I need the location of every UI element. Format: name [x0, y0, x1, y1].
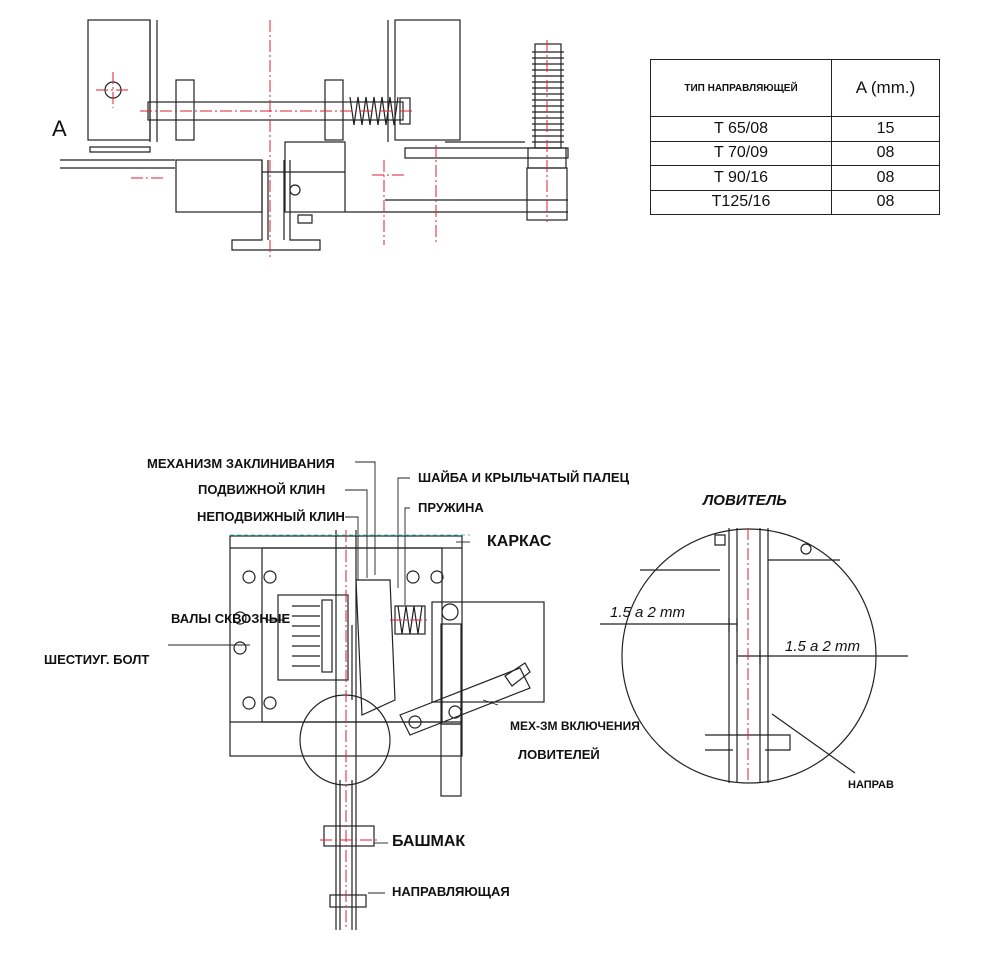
label-activation-2: ЛОВИТЕЛЕЙ: [518, 747, 600, 762]
lever-arm: [404, 147, 569, 159]
table-cell-type: T 90/16: [650, 165, 832, 191]
section-label-a: A: [52, 116, 67, 141]
label-washer-pin: ШАЙБА И КРЫЛЬЧАТЫЙ ПАЛЕЦ: [418, 470, 630, 485]
left-base-plate: [89, 146, 151, 153]
activator-link: [440, 623, 462, 725]
top-section-view: [60, 19, 569, 251]
pivot-bolt: [289, 184, 301, 196]
label-frame: КАРКАС: [487, 533, 552, 550]
table-row: T 65/08 15: [650, 116, 940, 142]
detail-title: ЛОВИТЕЛЬ: [703, 492, 787, 509]
shaft-collar-left: [175, 79, 195, 141]
wedge-housing: [277, 594, 349, 681]
shaft-collar-right: [324, 79, 344, 141]
activator-plate: [431, 601, 545, 703]
detail-gap-2: 1.5 a 2 mm: [785, 638, 861, 655]
table-header-a: A (mm.): [831, 59, 940, 117]
mounting-bracket: [284, 141, 346, 213]
label-wedge-mechanism: МЕХАНИЗМ ЗАКЛИНИВАНИЯ: [147, 456, 335, 471]
label-shoe: БАШМАК: [392, 833, 466, 850]
label-fixed-wedge: НЕПОДВИЖНЫЙ КЛИН: [197, 509, 345, 524]
left-housing-plate: [87, 19, 151, 141]
table-cell-a: 15: [831, 116, 940, 142]
detail-gap-1: 1.5 a 2 mm: [610, 604, 686, 621]
label-spring: ПРУЖИНА: [418, 500, 484, 515]
table-header-row: ТИП НАПРАВЛЯЮЩЕЙ A (mm.): [650, 59, 940, 117]
table-cell-type: T 65/08: [650, 116, 832, 142]
shaft-spring: [349, 96, 399, 126]
assembly-spring: [397, 605, 423, 635]
guide-shoe: [323, 825, 375, 847]
label-through-shafts: ВАЛЫ СКВОЗНЫЕ: [171, 611, 291, 626]
table-row: T 70/09 08: [650, 140, 940, 166]
table-cell-type: T125/16: [650, 189, 832, 215]
right-housing-plate: [394, 19, 461, 141]
rail-leader: [771, 713, 856, 774]
assembly-view: [168, 461, 545, 930]
table-cell-type: T 70/09: [650, 140, 832, 166]
detail-rail-label: НАПРАВ: [848, 779, 894, 791]
guide-type-table: ТИП НАПРАВЛЯЮЩЕЙ A (mm.) T 65/08 15 T 70…: [650, 59, 940, 215]
t-rail-profile: [231, 160, 321, 251]
frame-bolt: [242, 570, 256, 584]
detail-callout-circle: [299, 694, 391, 786]
table-cell-a: 08: [831, 189, 940, 215]
table-cell-a: 08: [831, 165, 940, 191]
wedge-block: [175, 159, 263, 213]
table-header-type: ТИП НАПРАВЛЯЮЩЕЙ: [650, 59, 832, 117]
label-hex-bolt: ШЕСТИУГ. БОЛТ: [44, 652, 150, 667]
table-row: T125/16 08: [650, 189, 940, 215]
label-guide-rail: НАПРАВЛЯЮЩАЯ: [392, 884, 510, 899]
label-movable-wedge: ПОДВИЖНОЙ КЛИН: [198, 482, 326, 497]
table-row: T 90/16 08: [650, 165, 940, 191]
centerlines: [96, 20, 749, 930]
movable-wedge-arm: [355, 579, 396, 716]
label-activation-1: МЕХ-ЗМ ВКЛЮЧЕНИЯ: [510, 719, 640, 733]
activation-lever: [399, 667, 531, 736]
table-cell-a: 08: [831, 140, 940, 166]
detail-view: [600, 528, 908, 784]
vertical-spring: [532, 51, 564, 143]
wedge-teeth: [292, 605, 320, 667]
